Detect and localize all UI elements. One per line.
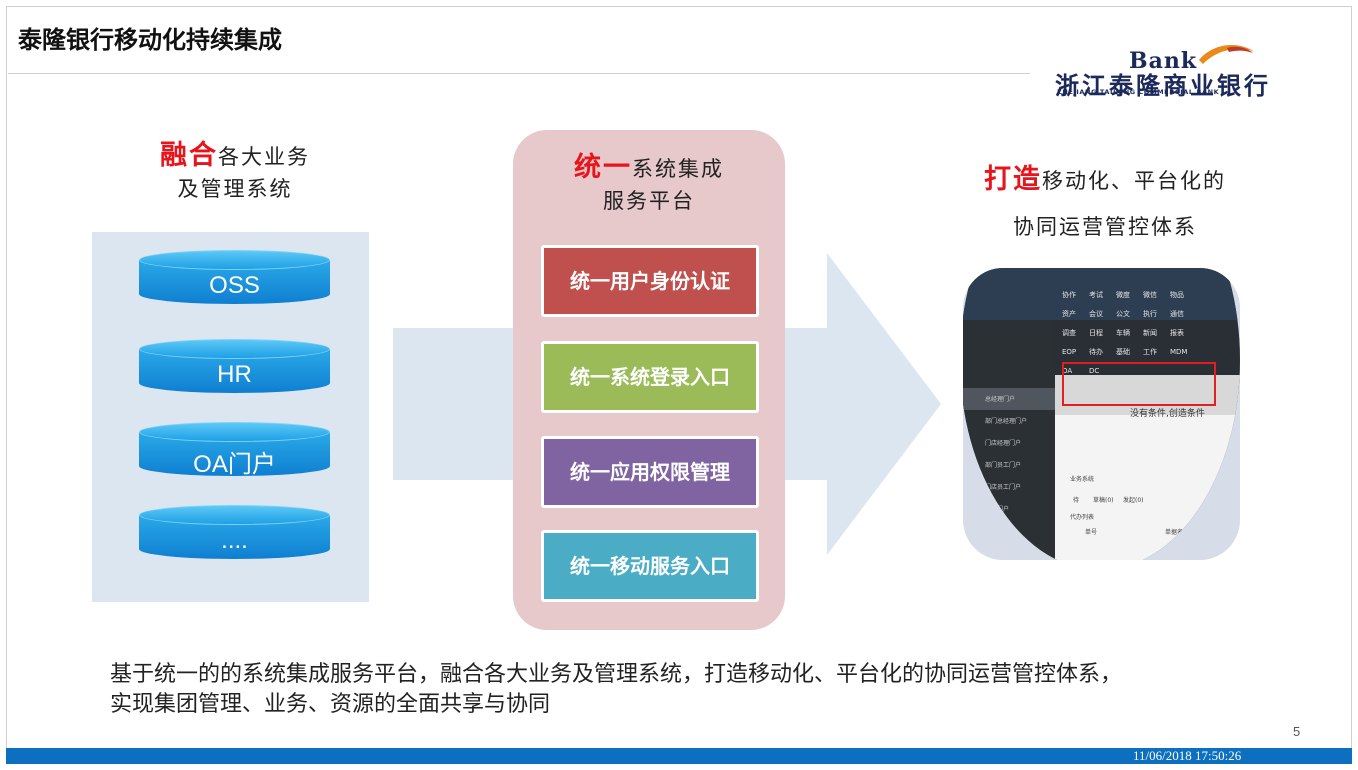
no-condition-text: 没有条件,创造条件 (1130, 409, 1205, 419)
header-divider (8, 73, 1030, 74)
right-heading-line2: 协同运营管控体系 (1013, 215, 1197, 239)
bank-logo: Bank 浙江泰隆商业银行 ZHEJIANG TAILONG COMMERCIA… (1055, 40, 1335, 100)
middle-heading-line2: 服务平台 (603, 189, 695, 213)
logo-name-en: ZHEJIANG TAILONG COMMERCIAL BANK (1057, 88, 1220, 96)
bank-logo-swoosh-icon (1199, 45, 1255, 64)
highlight-box (1062, 362, 1216, 406)
system-label: OSS (209, 272, 260, 299)
unified-login-entry-box: 统一系统登录入口 (541, 341, 759, 413)
footer-bar (6, 748, 1352, 764)
left-heading: 融合各大业务 及管理系统 (140, 140, 330, 205)
logo-brand: Bank (1129, 48, 1198, 74)
logo-name-cn: 浙江泰隆商业银行 (1055, 72, 1271, 100)
page-number: 5 (1293, 724, 1301, 739)
business-systems-panel: OSS HR OA门户 .... (92, 232, 369, 602)
system-label: HR (217, 361, 252, 388)
system-cylinder-oss: OSS (139, 250, 330, 312)
middle-heading-line1: 系统集成 (632, 157, 724, 181)
right-heading-highlight: 打造 (984, 164, 1042, 195)
timestamp: 11/06/2018 17:50:26 (1133, 748, 1242, 763)
right-heading: 打造移动化、平台化的 协同运营管控体系 (955, 157, 1255, 250)
system-label: OA门户 (193, 451, 276, 478)
left-heading-line1: 各大业务 (218, 145, 310, 169)
unified-permission-mgmt-box: 统一应用权限管理 (541, 436, 759, 508)
integration-platform-panel: 统一系统集成 服务平台 统一用户身份认证 统一系统登录入口 统一应用权限管理 统… (513, 130, 785, 630)
unified-mobile-entry-box: 统一移动服务入口 (541, 530, 759, 602)
system-cylinder-hr: HR (139, 339, 330, 401)
middle-heading-highlight: 统一 (574, 152, 632, 183)
left-heading-line2: 及管理系统 (177, 177, 293, 201)
right-heading-line1: 移动化、平台化的 (1042, 169, 1226, 193)
system-cylinder-more: .... (139, 505, 330, 567)
unified-identity-auth-box: 统一用户身份认证 (541, 245, 759, 317)
system-cylinder-oa: OA门户 (139, 422, 330, 484)
middle-heading: 统一系统集成 服务平台 (553, 152, 745, 217)
summary-text: 基于统一的的系统集成服务平台，融合各大业务及管理系统，打造移动化、平台化的协同运… (110, 662, 1123, 717)
left-heading-highlight: 融合 (160, 140, 218, 171)
page-title: 泰隆银行移动化持续集成 (18, 26, 282, 54)
system-label: .... (221, 527, 248, 554)
